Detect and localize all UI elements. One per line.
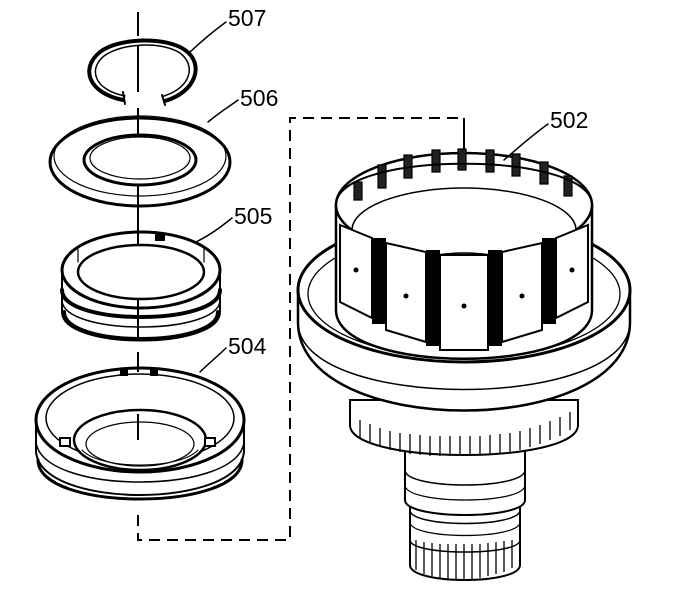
- callout-506: 506: [240, 85, 278, 111]
- part-506-thrust-washer: [48, 115, 232, 208]
- part-502-clutch-drum: [296, 148, 632, 581]
- gear-teeth: [359, 412, 571, 456]
- part-505-seal-ring: [60, 230, 222, 342]
- leader-lines: [189, 21, 549, 373]
- callout-507: 507: [228, 5, 266, 31]
- part-507-snap-ring: [87, 38, 198, 106]
- drum-fingers-front: [339, 223, 589, 351]
- shaft-splines: [415, 540, 513, 580]
- callout-504: 504: [228, 333, 267, 359]
- callout-505: 505: [234, 203, 272, 229]
- part-504-piston-housing: [34, 366, 246, 501]
- callout-502: 502: [550, 107, 588, 133]
